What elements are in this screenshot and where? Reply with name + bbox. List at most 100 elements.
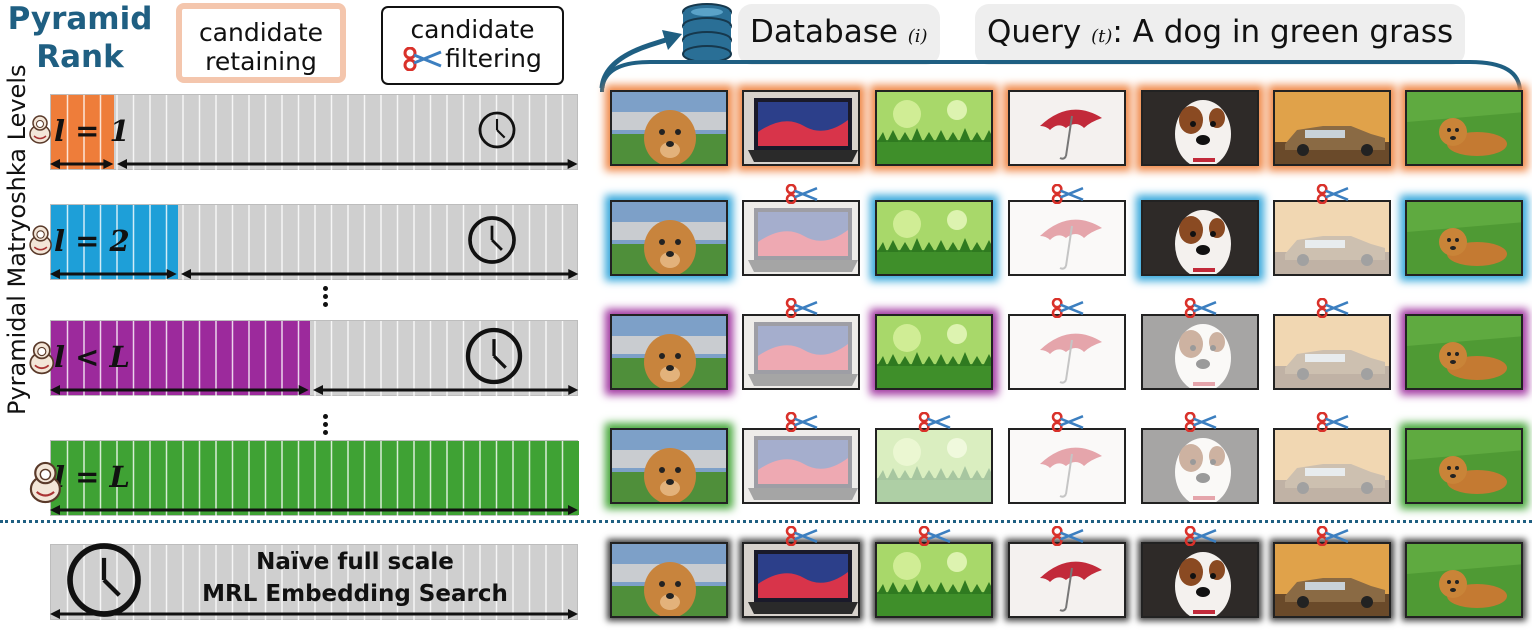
- scissors-icon: [1184, 526, 1217, 546]
- query-text: Query: [987, 14, 1082, 50]
- bar-stripes: [66, 95, 564, 171]
- image-thumbnail-vintage-car: [1273, 428, 1391, 504]
- image-thumbnail-dog-portrait: [610, 542, 728, 618]
- image-thumbnail-golden-retriever-grass: [1405, 314, 1523, 390]
- scissors-icon: [1316, 526, 1349, 546]
- matryoshka-doll-icon: [29, 461, 61, 504]
- image-thumbnail-boxer-dog: [1141, 200, 1259, 276]
- scissors-icon: [785, 412, 818, 432]
- scissors-icon: [1051, 412, 1084, 432]
- scissors-icon: [1184, 298, 1217, 318]
- image-thumbnail-dog-portrait: [610, 200, 728, 276]
- image-thumbnail-golden-retriever-grass: [1405, 90, 1523, 166]
- image-thumbnail-boxer-dog: [1141, 542, 1259, 618]
- image-thumbnail-red-umbrella: [1008, 90, 1126, 166]
- legend-retain-line2: retaining: [205, 47, 317, 76]
- image-thumbnail-green-bokeh: [875, 90, 993, 166]
- image-thumbnail-green-bokeh: [875, 200, 993, 276]
- query-sub: (t): [1091, 26, 1113, 47]
- image-thumbnail-laptop: [742, 90, 860, 166]
- image-thumbnail-dog-portrait: [610, 90, 728, 166]
- level-label: l = 2: [54, 224, 130, 258]
- retained-range-arrow: [50, 159, 114, 169]
- scissors-icon: [1051, 184, 1084, 204]
- naive-search-label: Naïve full scale MRL Embedding Search: [150, 546, 560, 610]
- filtered-range-arrow: [117, 159, 578, 169]
- image-thumbnail-vintage-car: [1273, 314, 1391, 390]
- naive-line1: Naïve full scale: [256, 549, 454, 575]
- image-thumbnail-boxer-dog: [1141, 314, 1259, 390]
- ellipsis-dot: [323, 302, 328, 307]
- naive-line2: MRL Embedding Search: [202, 581, 508, 607]
- ellipsis-dot: [323, 414, 328, 419]
- image-thumbnail-green-bokeh: [875, 542, 993, 618]
- matryoshka-doll-icon: [29, 115, 51, 144]
- clock-icon: [478, 111, 516, 149]
- title: Pyramid Rank: [0, 0, 160, 76]
- legend-retain-line1: candidate: [198, 18, 324, 47]
- database-sub: (i): [907, 26, 928, 47]
- legend-filter-line1: candidate: [410, 15, 535, 44]
- database-icon: [682, 3, 732, 63]
- bar-stripes: [66, 321, 564, 397]
- image-thumbnail-laptop: [742, 314, 860, 390]
- level-label: l < L: [54, 340, 130, 374]
- query-label: Query (t): A dog in green grass: [975, 4, 1466, 65]
- scissors-icon: [1316, 184, 1349, 204]
- image-thumbnail-red-umbrella: [1008, 428, 1126, 504]
- database-label: Database (i): [738, 4, 940, 65]
- level-label: l = L: [54, 460, 130, 494]
- ellipsis-dot: [323, 430, 328, 435]
- scissors-icon: [785, 184, 818, 204]
- filtered-range-arrow: [180, 269, 578, 279]
- image-thumbnail-green-bokeh: [875, 428, 993, 504]
- scissors-icon: [918, 526, 951, 546]
- clock-icon: [468, 216, 516, 264]
- scissors-icon: [1316, 298, 1349, 318]
- title-line2: Rank: [36, 39, 124, 75]
- full-range-arrow: [50, 505, 578, 515]
- image-thumbnail-laptop: [742, 200, 860, 276]
- scissors-icon: [785, 298, 818, 318]
- title-line1: Pyramid: [7, 1, 153, 37]
- legend-candidate-retaining: candidate retaining: [176, 3, 346, 83]
- filtered-range-arrow: [312, 385, 578, 395]
- query-content: : A dog in green grass: [1112, 14, 1454, 50]
- matryoshka-doll-icon: [29, 225, 52, 256]
- image-thumbnail-golden-retriever-grass: [1405, 200, 1523, 276]
- image-thumbnail-red-umbrella: [1008, 314, 1126, 390]
- level-bar: [50, 204, 578, 281]
- image-thumbnail-boxer-dog: [1141, 428, 1259, 504]
- image-thumbnail-vintage-car: [1273, 542, 1391, 618]
- legend-filter-line2: filtering: [445, 44, 542, 73]
- scissors-icon: [1316, 412, 1349, 432]
- legend-filter-row: filtering: [383, 44, 562, 73]
- image-thumbnail-boxer-dog: [1141, 90, 1259, 166]
- bar-stripes: [66, 205, 564, 281]
- level-bar-fill: [51, 321, 310, 395]
- image-thumbnail-green-bokeh: [875, 314, 993, 390]
- bar-stripes: [66, 441, 564, 517]
- separator: [0, 520, 1532, 523]
- scissors-icon: [918, 412, 951, 432]
- axis-label: Pyramidal Matryoshka Levels: [3, 64, 31, 416]
- image-thumbnail-laptop: [742, 428, 860, 504]
- level-bar: [50, 94, 578, 171]
- image-thumbnail-vintage-car: [1273, 90, 1391, 166]
- level-bar: [50, 440, 579, 517]
- image-thumbnail-golden-retriever-grass: [1405, 428, 1523, 504]
- ellipsis-dot: [323, 422, 328, 427]
- database-text: Database: [750, 14, 898, 50]
- image-thumbnail-vintage-car: [1273, 200, 1391, 276]
- level-bar-fill: [51, 95, 115, 169]
- retained-range-arrow: [50, 269, 177, 279]
- ellipsis-dot: [323, 294, 328, 299]
- ellipsis-dot: [323, 286, 328, 291]
- scissors-icon: [785, 526, 818, 546]
- scissors-icon: [1184, 412, 1217, 432]
- retained-range-arrow: [50, 385, 309, 395]
- image-thumbnail-red-umbrella: [1008, 542, 1126, 618]
- clock-icon: [465, 327, 523, 385]
- legend-candidate-filtering: candidate filtering: [381, 6, 564, 85]
- scissors-icon: [403, 46, 442, 71]
